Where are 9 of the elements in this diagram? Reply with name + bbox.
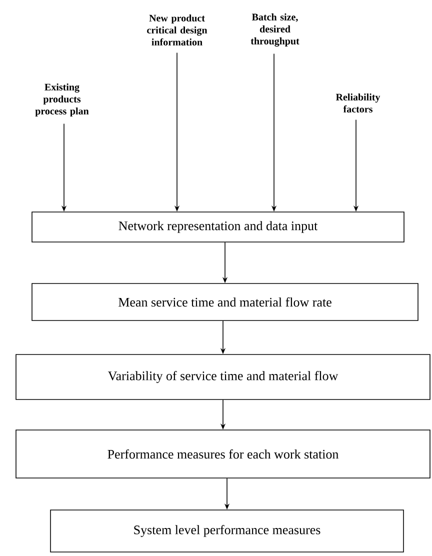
process-box: Network representation and data input bbox=[32, 212, 404, 242]
input-label: Batch size, desired throughput bbox=[250, 13, 300, 47]
input-label: Reliability factors bbox=[336, 93, 380, 112]
process-box: Performance measures for each work station bbox=[16, 430, 430, 478]
process-box: Variability of service time and material flow bbox=[16, 354, 430, 400]
input-label: Existing products process plan bbox=[35, 83, 89, 117]
process-box: Mean service time and material flow rate bbox=[32, 283, 418, 321]
process-box: System level performance measures bbox=[50, 510, 404, 552]
input-label: New product critical design information bbox=[147, 14, 208, 46]
